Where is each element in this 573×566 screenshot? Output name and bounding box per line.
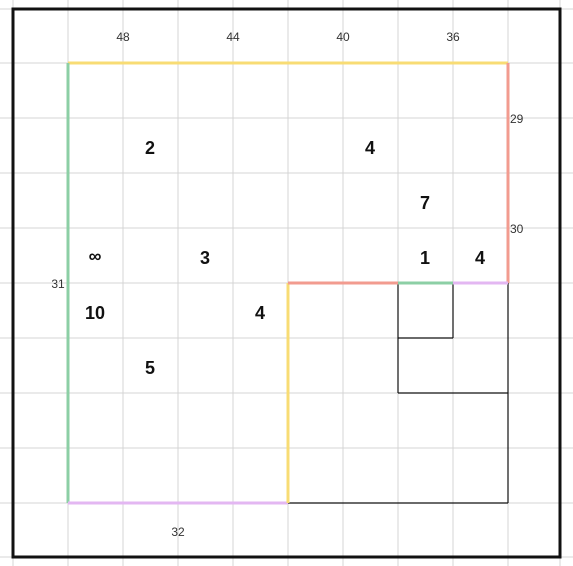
cell-number-4: 4 (255, 303, 265, 323)
edge-label-48: 48 (116, 30, 130, 44)
cell-numbers: 2 4 7 ∞ 3 1 4 10 4 5 (85, 138, 485, 378)
edge-label-44: 44 (226, 30, 240, 44)
cell-number-2: 2 (145, 138, 155, 158)
edge-label-32: 32 (171, 525, 185, 539)
cell-number-3: 3 (200, 248, 210, 268)
edge-label-36: 36 (446, 30, 460, 44)
cell-number-infinity: ∞ (89, 246, 102, 266)
edge-label-29: 29 (510, 112, 524, 126)
edge-label-40: 40 (336, 30, 350, 44)
cell-number-7: 7 (420, 193, 430, 213)
cell-number-5: 5 (145, 358, 155, 378)
colored-edges (66, 61, 510, 505)
board-frame (11, 7, 562, 559)
cell-number-4: 4 (475, 248, 485, 268)
cell-number-10: 10 (85, 303, 105, 323)
edge-labels: 48 44 40 36 29 30 31 32 (51, 30, 523, 539)
cell-number-1: 1 (420, 248, 430, 268)
edge-label-30: 30 (510, 222, 524, 236)
cell-number-4: 4 (365, 138, 375, 158)
edge-label-31: 31 (51, 277, 65, 291)
black-region-lines (288, 283, 509, 504)
